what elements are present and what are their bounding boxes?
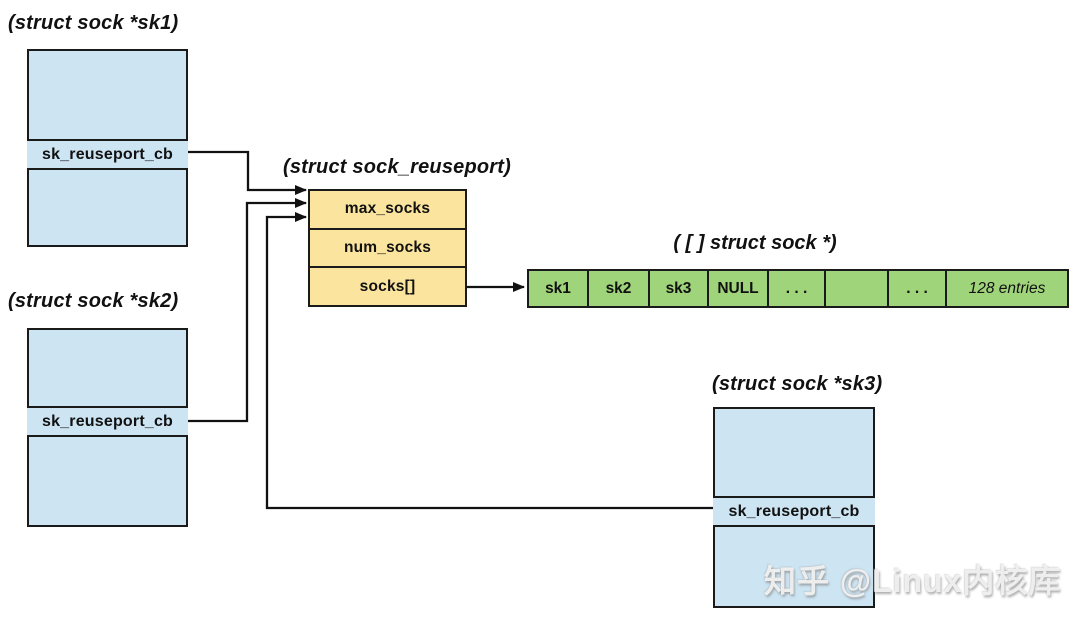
array-cell-sk3: sk3	[648, 271, 707, 306]
array-cell-sk2: sk2	[587, 271, 648, 306]
sk3-title: (struct sock *sk3)	[712, 373, 883, 395]
sk2-field-label: sk_reuseport_cb	[41, 412, 174, 430]
array-cell-ellipsis-2: . . .	[887, 271, 945, 306]
array-cell-empty	[824, 271, 887, 306]
sk2-field-sk-reuseport-cb: sk_reuseport_cb	[27, 406, 188, 437]
reuseport-field-num-socks: num_socks	[310, 227, 465, 267]
sk1-title: (struct sock *sk1)	[8, 12, 179, 34]
reuseport-struct-box: max_socks num_socks socks[]	[308, 189, 467, 307]
array-cell-ellipsis-1: . . .	[767, 271, 824, 306]
array-cell-sk1: sk1	[545, 279, 571, 297]
reuseport-field-socks-array: socks[]	[310, 266, 465, 305]
sk1-field-label: sk_reuseport_cb	[41, 145, 174, 163]
sk3-field-label: sk_reuseport_cb	[728, 502, 860, 520]
watermark: 知乎 @Linux内核库	[764, 563, 1062, 599]
array-cell-128-entries: 128 entries	[945, 271, 1067, 306]
sk2-title: (struct sock *sk2)	[8, 290, 179, 312]
array-cell-null: NULL	[707, 271, 767, 306]
reuseport-title: (struct sock_reuseport)	[283, 156, 511, 178]
reuseport-field-max-socks: max_socks	[344, 200, 431, 218]
sk1-field-sk-reuseport-cb: sk_reuseport_cb	[27, 139, 188, 170]
sock-array: sk1 sk2 sk3 NULL . . . . . . 128 entries	[527, 269, 1069, 308]
sk3-struct-box: sk_reuseport_cb	[713, 407, 875, 608]
sk2-struct-box: sk_reuseport_cb	[27, 328, 188, 527]
arrow-sk2-to-reuseport	[188, 198, 307, 423]
sk1-struct-box: sk_reuseport_cb	[27, 49, 188, 247]
sock-array-title: ( [ ] struct sock *)	[673, 232, 837, 254]
sk3-field-sk-reuseport-cb: sk_reuseport_cb	[713, 496, 875, 527]
